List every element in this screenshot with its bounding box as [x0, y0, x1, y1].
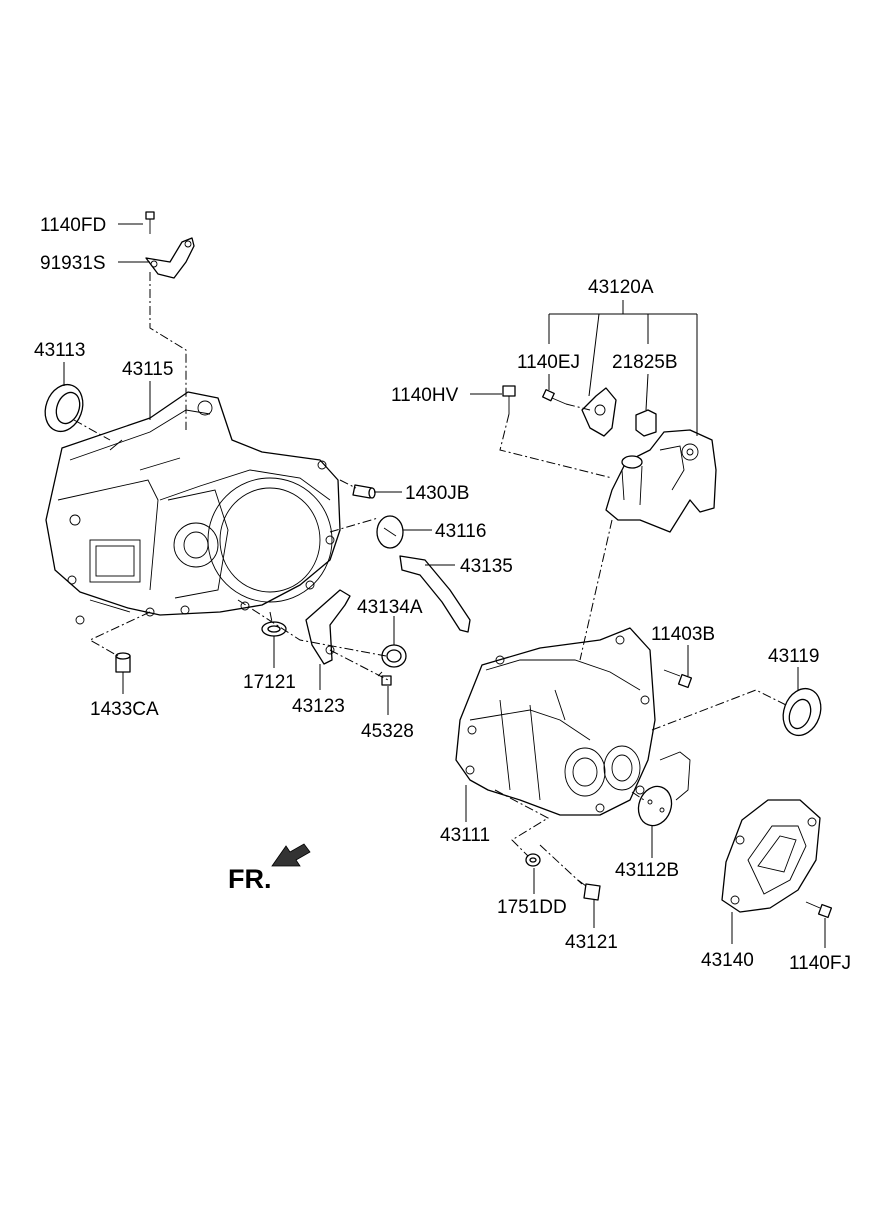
label-91931S[interactable]: 91931S	[40, 253, 106, 274]
transmission-case-drawing	[455, 627, 656, 816]
label-43134A[interactable]: 43134A	[357, 597, 423, 618]
cover-43112B	[637, 785, 673, 827]
label-1751DD[interactable]: 1751DD	[497, 897, 567, 918]
label-43135[interactable]: 43135	[460, 556, 513, 577]
label-11403B[interactable]: 11403B	[651, 624, 715, 645]
label-43115[interactable]: 43115	[122, 359, 173, 380]
part-labels: 1140FD 91931S 43113 43115 1430JB 43116 4…	[34, 215, 851, 974]
oil-seal-43113	[44, 383, 84, 433]
bracket-43135	[399, 555, 471, 633]
mount-bracket-43120A	[605, 429, 717, 533]
leader-lines	[63, 223, 826, 948]
label-43116[interactable]: 43116	[435, 521, 486, 542]
label-1433CA[interactable]: 1433CA	[90, 699, 159, 720]
label-43121[interactable]: 43121	[565, 932, 618, 953]
bracket-plate-43120A	[581, 387, 617, 437]
bolt-45328	[377, 671, 392, 686]
label-1140EJ[interactable]: 1140EJ	[517, 352, 580, 373]
plate-43123	[305, 589, 351, 665]
label-43113[interactable]: 43113	[34, 340, 85, 361]
label-1430JB[interactable]: 1430JB	[405, 483, 469, 504]
label-43120A[interactable]: 43120A	[588, 277, 654, 298]
label-43111[interactable]: 43111	[440, 825, 490, 846]
label-43140[interactable]: 43140	[701, 950, 754, 971]
label-1140FJ[interactable]: 1140FJ	[789, 953, 851, 974]
plug-43121	[577, 879, 601, 901]
stopper-21825B	[635, 409, 657, 437]
reference-lines	[73, 272, 787, 885]
bolt-1140FJ	[805, 901, 833, 919]
pin-1430JB	[352, 484, 376, 499]
label-43123[interactable]: 43123	[292, 696, 345, 717]
bolt-1140HV	[502, 385, 516, 414]
bolt-11403B	[663, 669, 693, 689]
oil-seal-43119	[782, 687, 822, 737]
label-1140FD[interactable]: 1140FD	[40, 215, 106, 236]
front-direction-arrow	[271, 843, 311, 867]
dowel-1433CA	[115, 652, 131, 673]
bracket-91931S	[145, 237, 195, 279]
bracket-43112B	[659, 751, 691, 801]
washer-1751DD	[525, 853, 541, 867]
label-1140HV[interactable]: 1140HV	[391, 385, 459, 406]
bolt-1140EJ	[542, 389, 567, 405]
rear-cover-43140	[721, 799, 821, 913]
label-43119[interactable]: 43119	[768, 646, 819, 667]
label-43112B[interactable]: 43112B	[615, 860, 679, 881]
label-17121[interactable]: 17121	[243, 672, 296, 693]
bolt-1140FD	[145, 211, 155, 234]
label-21825B[interactable]: 21825B	[612, 352, 678, 373]
label-45328[interactable]: 45328	[361, 721, 414, 742]
clutch-housing-drawing	[45, 391, 341, 625]
label-front-direction: FR.	[228, 864, 272, 894]
oil-seal-43134A	[381, 644, 407, 668]
cap-43116	[376, 515, 404, 549]
